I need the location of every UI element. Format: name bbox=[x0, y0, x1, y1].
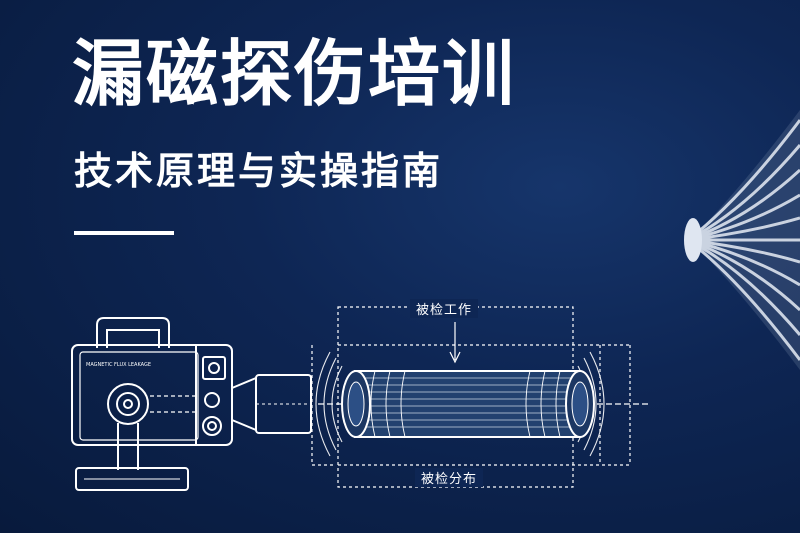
light-rays bbox=[684, 110, 800, 370]
page-subtitle: 技术原理与实操指南 bbox=[74, 149, 444, 193]
page-title: 漏磁探伤培训 bbox=[72, 32, 517, 116]
label-inspected-workpiece: 被检工作 bbox=[410, 299, 479, 318]
title-divider bbox=[74, 231, 174, 235]
specimen-cylinder bbox=[341, 370, 595, 438]
device bbox=[71, 317, 312, 491]
device-plate-text: MAGNETIC FLUX LEAKAGE bbox=[86, 362, 151, 368]
label-inspected-distribution: 被检分布 bbox=[415, 468, 484, 487]
